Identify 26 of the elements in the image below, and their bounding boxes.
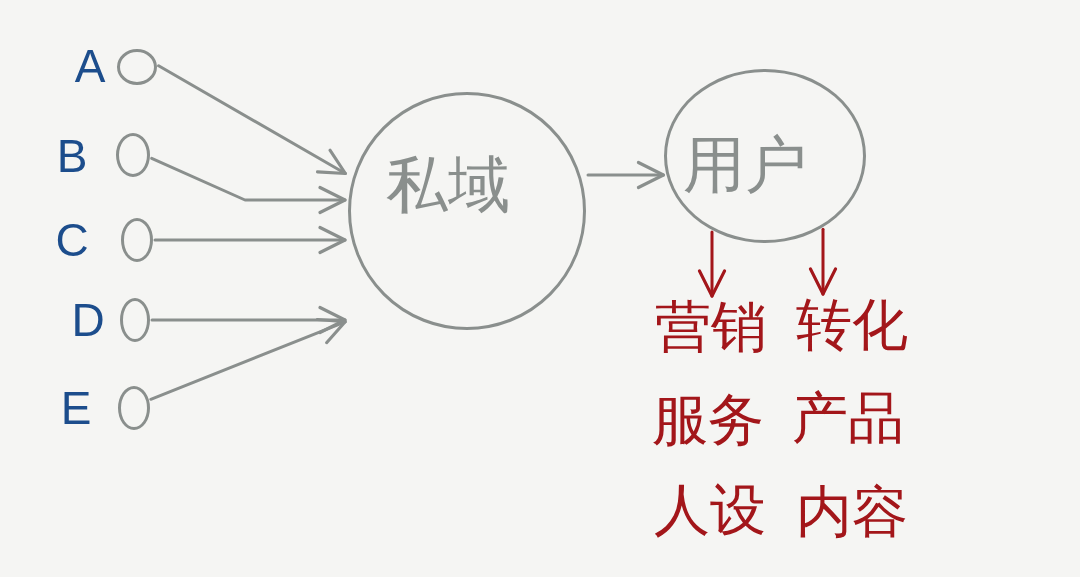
- letter-label: A: [74, 43, 106, 89]
- letter-label: E: [60, 385, 92, 431]
- arrow: [150, 156, 347, 215]
- text-label: 人设: [654, 482, 766, 538]
- arrow: [153, 225, 347, 255]
- node-label: 转化: [796, 297, 908, 353]
- arrow: [149, 317, 347, 401]
- text-label: 服务: [652, 392, 764, 448]
- text-label: 产品: [792, 390, 904, 446]
- arrow: [697, 230, 727, 298]
- small-circle: [118, 386, 150, 430]
- circle-node: 私域: [348, 92, 586, 330]
- arrow: [586, 160, 665, 190]
- letter-label: D: [71, 297, 105, 343]
- letter-label: C: [55, 217, 89, 263]
- arrow: [808, 227, 838, 296]
- small-circle: [120, 298, 150, 342]
- arrow: [150, 305, 347, 335]
- small-circle: [116, 133, 150, 177]
- text-label: 内容: [796, 484, 908, 540]
- small-circle: [117, 49, 157, 85]
- letter-label: B: [56, 133, 88, 179]
- circle-node: 用户: [664, 69, 866, 243]
- arrow: [157, 64, 347, 176]
- node-label: 营销: [655, 299, 767, 355]
- small-circle: [121, 218, 153, 262]
